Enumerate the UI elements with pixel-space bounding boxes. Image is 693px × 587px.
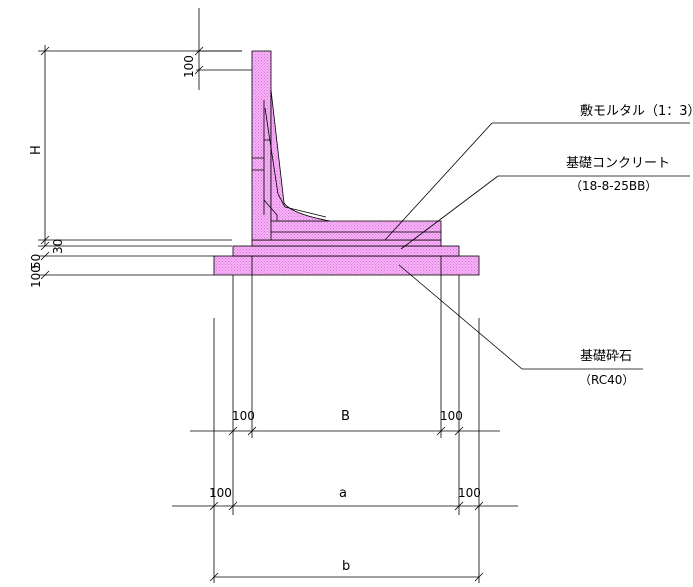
- dim-top-offset: 100: [182, 55, 196, 78]
- callout-mortar-title: 敷モルタル（1：3）: [580, 104, 693, 119]
- callout-crushed-stone-title: 基礎砕石: [580, 349, 632, 364]
- dim-a-right-margin: 100: [458, 486, 481, 500]
- horizontal-dimension-lines: [172, 426, 518, 582]
- dim-height-label: H: [29, 145, 44, 155]
- dim-b-left-margin: 100: [232, 409, 255, 423]
- crushed-stone-layer: [213, 255, 480, 276]
- block-detail-lines: [252, 100, 441, 240]
- leader-lines: [384, 122, 690, 370]
- dim-a-left-margin: 100: [209, 486, 232, 500]
- dim-mortar-thickness: 30: [51, 239, 65, 254]
- dim-a-label: a: [339, 486, 347, 501]
- dim-crushed-stone-thickness: 100: [29, 265, 43, 288]
- dim-base-concrete-thickness: 50: [29, 254, 43, 269]
- dim-b-label: B: [341, 409, 350, 424]
- base-concrete-layer: [232, 245, 460, 257]
- callout-crushed-stone-spec: （RC40）: [579, 373, 634, 387]
- callout-base-concrete-title: 基礎コンクリート: [566, 156, 670, 171]
- vertical-dimension-lines: [38, 8, 252, 280]
- extension-lines: [213, 256, 480, 583]
- dim-b-right-margin: 100: [440, 409, 463, 423]
- l-block-haunch: [270, 89, 331, 222]
- wall-section: [213, 50, 480, 276]
- callout-base-concrete-spec: （18-8-25BB）: [570, 179, 657, 193]
- mortar-layer: [251, 239, 442, 247]
- dim-bb-label: b: [342, 559, 350, 574]
